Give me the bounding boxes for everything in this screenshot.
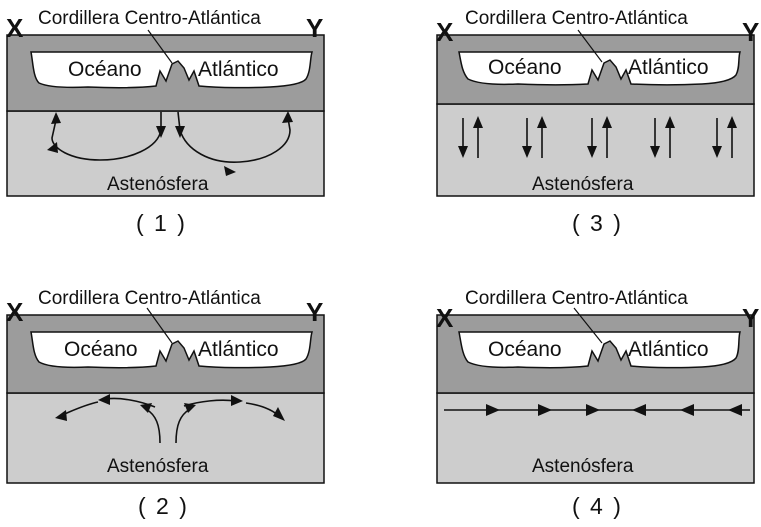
ocean-label-left: Océano <box>488 338 562 361</box>
panel-3: X Y Cordillera Centro-Atlántica Océano A… <box>432 0 761 250</box>
label-x: X <box>436 17 454 47</box>
panel-4: X Y Cordillera Centro-Atlántica Océano A… <box>432 275 761 525</box>
asthenosphere-label: Astenósfera <box>532 456 634 477</box>
ocean-label-left: Océano <box>488 56 562 79</box>
ocean-label-right: Atlántico <box>628 338 709 361</box>
label-y: Y <box>306 297 324 327</box>
diverging-arrows <box>55 394 285 444</box>
label-y: Y <box>306 13 324 43</box>
panel-number: ( 4 ) <box>572 493 623 519</box>
cross-section-4 <box>436 307 755 484</box>
convection-arrows <box>47 111 293 176</box>
ocean-label-right: Atlántico <box>198 338 279 361</box>
panel-number: ( 1 ) <box>136 210 187 236</box>
label-y: Y <box>742 17 760 47</box>
panel-number: ( 2 ) <box>138 493 189 519</box>
ocean-label-left: Océano <box>64 338 138 361</box>
ridge-label: Cordillera Centro-Atlántica <box>38 288 261 309</box>
panel-number: ( 3 ) <box>572 210 623 236</box>
label-x: X <box>6 297 24 327</box>
ocean-basin <box>30 331 314 369</box>
asthenosphere-layer <box>436 103 755 197</box>
cross-section-1 <box>6 29 325 197</box>
label-x: X <box>436 303 454 333</box>
ocean-basin <box>30 51 314 89</box>
ridge-label: Cordillera Centro-Atlántica <box>465 288 688 309</box>
ridge-label: Cordillera Centro-Atlántica <box>38 8 261 29</box>
vertical-arrow-pairs <box>458 116 737 158</box>
ridge-pointer-line <box>146 307 173 344</box>
ridge-pointer-line <box>147 29 173 64</box>
cross-section-2 <box>6 307 325 484</box>
ridge-label: Cordillera Centro-Atlántica <box>465 8 688 29</box>
ocean-label-right: Atlántico <box>628 56 709 79</box>
panel-1: X Y Cordillera Centro-Atlántica Océano A… <box>0 0 330 250</box>
ocean-basin <box>458 331 742 369</box>
ocean-label-right: Atlántico <box>198 58 279 81</box>
panel-2: X Y Cordillera Centro-Atlántica Océano A… <box>0 275 330 525</box>
label-y: Y <box>742 303 760 333</box>
ridge-pointer-line <box>573 307 603 344</box>
label-x: X <box>6 13 24 43</box>
asthenosphere-label: Astenósfera <box>107 456 209 477</box>
asthenosphere-label: Astenósfera <box>107 174 209 195</box>
asthenosphere-layer <box>6 392 325 484</box>
ridge-pointer-line <box>577 29 603 63</box>
asthenosphere-label: Astenósfera <box>532 174 634 195</box>
cross-section-3 <box>436 29 755 197</box>
ocean-label-left: Océano <box>68 58 142 81</box>
converging-arrows <box>444 404 750 416</box>
ocean-basin <box>458 51 742 86</box>
